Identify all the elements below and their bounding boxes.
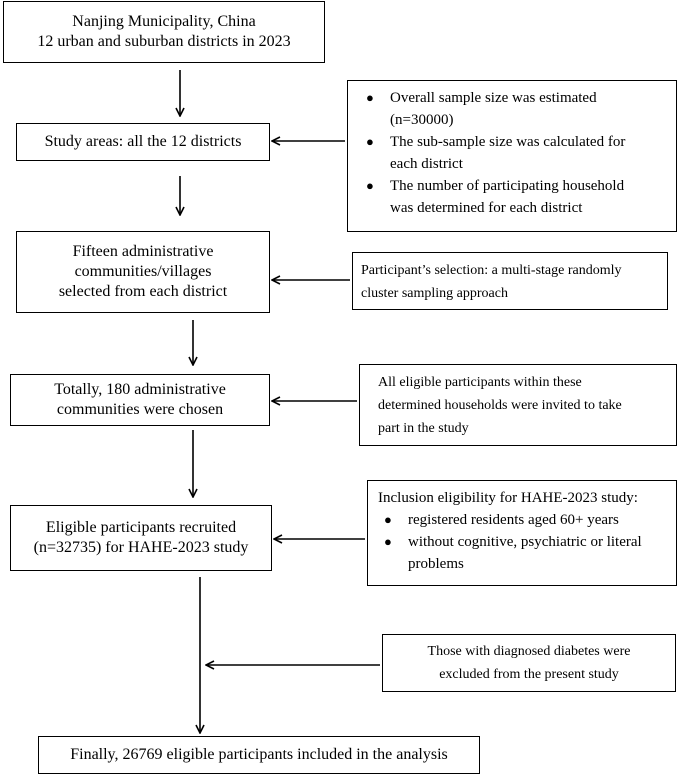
invited-note: All eligible participants within these d…: [359, 364, 677, 446]
totally-box: Totally, 180 administrative communities …: [10, 374, 270, 426]
eligible-line-2: (n=32735) for HAHE-2023 study: [33, 539, 249, 556]
sample-size-note: Overall sample size was estimated (n=300…: [347, 80, 677, 232]
invited-line-2: determined households were invited to ta…: [378, 398, 622, 413]
selection-note: Participant’s selection: a multi-stage r…: [352, 252, 668, 310]
sample-size-item-2: The sub-sample size was calculated for e…: [360, 131, 668, 175]
totally-line-1: Totally, 180 administrative: [54, 381, 226, 398]
totally-line-2: communities were chosen: [56, 401, 224, 418]
invited-line-3: part in the study: [378, 421, 469, 436]
fifteen-line-1: Fifteen administrative: [72, 243, 214, 260]
inclusion-item-1: registered residents aged 60+ years: [378, 509, 668, 531]
excluded-line-2: excluded from the present study: [439, 667, 619, 682]
finally-label: Finally, 26769 eligible participants inc…: [70, 746, 448, 763]
inclusion-note: Inclusion eligibility for HAHE-2023 stud…: [367, 480, 677, 586]
excluded-line-1: Those with diagnosed diabetes were: [427, 644, 631, 659]
eligible-participants-box: Eligible participants recruited (n=32735…: [10, 505, 272, 571]
selection-line-1: Participant’s selection: a multi-stage r…: [361, 263, 622, 278]
nanjing-line-2: 12 urban and suburban districts in 2023: [37, 33, 291, 50]
nanjing-line-1: Nanjing Municipality, China: [72, 13, 256, 30]
nanjing-box: Nanjing Municipality, China 12 urban and…: [3, 1, 325, 63]
finally-box: Finally, 26769 eligible participants inc…: [38, 736, 480, 774]
inclusion-item-2: without cognitive, psychiatric or litera…: [378, 531, 668, 575]
inclusion-title: Inclusion eligibility for HAHE-2023 stud…: [378, 490, 638, 506]
fifteen-line-2: communities/villages: [74, 263, 212, 280]
sample-size-item-1: Overall sample size was estimated (n=300…: [360, 87, 668, 131]
excluded-note: Those with diagnosed diabetes were exclu…: [382, 634, 676, 692]
invited-line-1: All eligible participants within these: [378, 375, 582, 390]
study-areas-box: Study areas: all the 12 districts: [16, 123, 270, 161]
study-areas-label: Study areas: all the 12 districts: [44, 133, 242, 150]
eligible-line-1: Eligible participants recruited: [45, 519, 237, 536]
fifteen-line-3: selected from each district: [58, 283, 228, 300]
selection-line-2: cluster sampling approach: [361, 286, 508, 301]
fifteen-communities-box: Fifteen administrative communities/villa…: [16, 231, 270, 313]
sample-size-item-3: The number of participating household wa…: [360, 175, 668, 219]
